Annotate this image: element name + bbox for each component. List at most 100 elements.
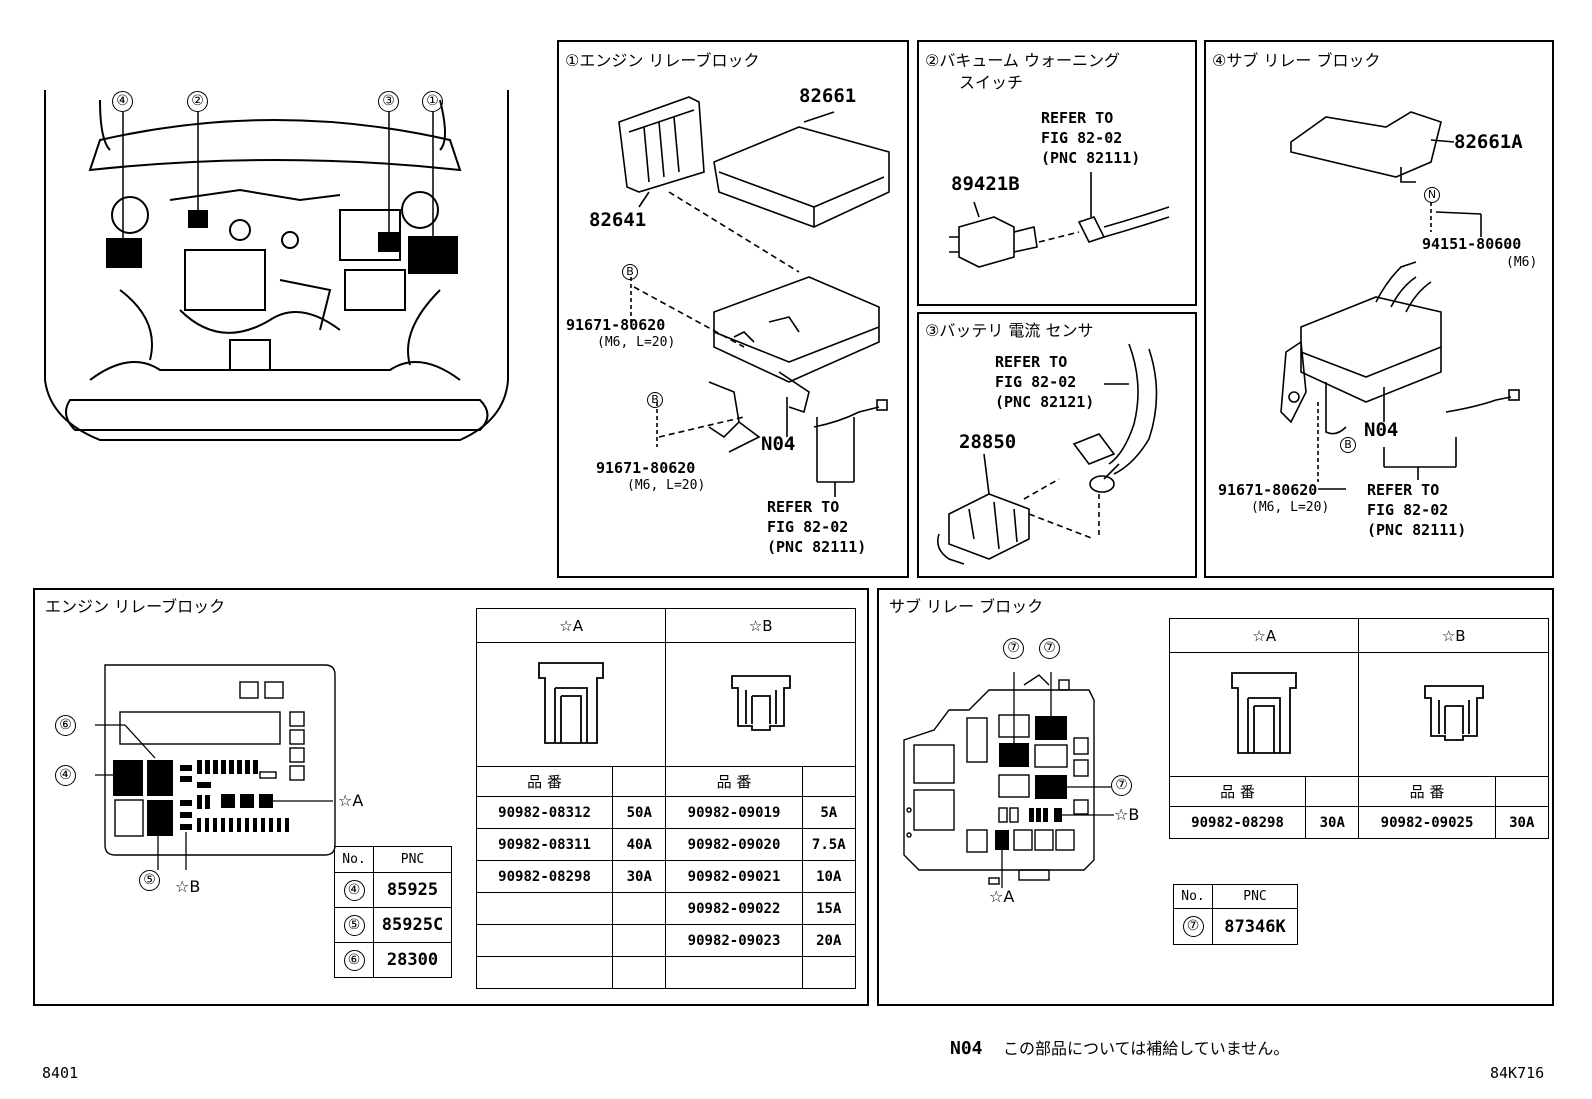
panel2-refer-line3: (PNC 82111) xyxy=(1041,149,1141,167)
fuse-b-part: 90982-09019 xyxy=(665,796,803,829)
engine-callout-6: ⑥ xyxy=(55,715,76,736)
part-82661a: 82661A xyxy=(1454,131,1523,153)
engine-relay-block-layout: エンジン リレーブロック xyxy=(33,588,869,1006)
panel3-title: ③バッテリ 電流 センサ xyxy=(925,321,1094,340)
sub-fuse-b-amp: 30A xyxy=(1494,806,1550,839)
panel4-title: ④サブ リレー ブロック xyxy=(1212,51,1381,70)
fuse-b-amp: 20A xyxy=(801,924,857,957)
fuse-a-amp: 40A xyxy=(612,828,667,861)
sub-pnc-col-pnc: PNC xyxy=(1212,884,1298,909)
engine-star-b: ☆B xyxy=(175,877,201,896)
sub-pnc-table: No. PNC ⑦ 87346K xyxy=(1173,884,1298,945)
callout-2: ② xyxy=(187,91,208,112)
part-82641: 82641 xyxy=(589,209,647,231)
panel2-refer-line2: FIG 82-02 xyxy=(1041,129,1123,147)
bolt1-spec: (M6, L=20) xyxy=(597,335,676,350)
callout-3: ③ xyxy=(378,91,399,112)
sub-fuse-head-a: ☆A xyxy=(1168,618,1360,653)
sub-fuse-head-b: ☆B xyxy=(1358,618,1549,653)
fuse-b-part: 90982-09021 xyxy=(665,860,803,893)
sub-fuse-b-part: 90982-09025 xyxy=(1358,806,1496,839)
engine-pnc-table: No. PNC ④ 85925 ⑤ 85925C ⑥ 28300 xyxy=(334,846,452,978)
panel2-title-line1: ②バキューム ウォーニング xyxy=(925,51,1120,70)
fuse-b-part: 90982-09020 xyxy=(665,828,803,861)
fuse-a-icon xyxy=(538,661,605,744)
panel3-refer-line1: REFER TO xyxy=(995,353,1068,371)
vacuum-switch-drawing xyxy=(949,172,1170,268)
engine-callout-4: ④ xyxy=(55,765,76,786)
bolt2-spec: (M6, L=20) xyxy=(627,478,706,493)
fuse-b-partno-label: 品 番 xyxy=(665,766,803,797)
sub-callout-7c: ⑦ xyxy=(1111,775,1132,796)
sub-callout-7b: ⑦ xyxy=(1039,638,1060,659)
sub-fuse-a-amp: 30A xyxy=(1305,806,1360,839)
bolt-marker-b2: B xyxy=(647,392,663,408)
sub-fuse-b-illustration xyxy=(1358,652,1549,777)
engine-star-a: ☆A xyxy=(338,791,364,810)
car-engine-bay-drawing xyxy=(44,90,509,441)
fuse-b-amp: 10A xyxy=(801,860,857,893)
panel3-refer-line2: FIG 82-02 xyxy=(995,373,1077,391)
engine-block-title: エンジン リレーブロック xyxy=(45,597,226,616)
part-28850: 28850 xyxy=(959,431,1017,453)
panel-engine-relay-block: ①エンジン リレーブロック xyxy=(557,40,909,578)
panel4-n04-label: N04 xyxy=(1364,419,1399,441)
fuse-a-part: 90982-08311 xyxy=(475,828,614,861)
pnc-col-pnc: PNC xyxy=(373,846,452,873)
sub-relay-block-drawing xyxy=(1280,111,1520,490)
refer-line3: (PNC 82111) xyxy=(767,538,867,556)
bolt-n-part: 94151-80600 xyxy=(1422,235,1522,253)
fuse-b-part: 90982-09023 xyxy=(665,924,803,957)
fuse-b-amp: 15A xyxy=(801,892,857,925)
sub-callout-7a: ⑦ xyxy=(1003,638,1024,659)
callout-1: ① xyxy=(422,91,443,112)
part-82661: 82661 xyxy=(799,85,857,107)
panel4-bolt-spec: (M6, L=20) xyxy=(1251,500,1330,515)
panel2-title-line2: スイッチ xyxy=(959,73,1024,92)
sub-star-a: ☆A xyxy=(989,887,1015,906)
fuse-a-amp: 50A xyxy=(612,796,667,829)
sub-pnc-col-no: No. xyxy=(1173,884,1213,909)
engine-fuse-map xyxy=(95,664,336,870)
bolt-marker-b1: B xyxy=(622,264,638,280)
fuse-a-part: 90982-08298 xyxy=(475,860,614,893)
sub-pnc-row-no: ⑦ xyxy=(1182,916,1204,937)
pnc-row-value: 85925 xyxy=(373,872,452,908)
n-marker: N xyxy=(1424,187,1440,203)
sub-fuse-b-partno-label: 品 番 xyxy=(1358,776,1496,807)
sub-block-title: サブ リレー ブロック xyxy=(889,597,1044,616)
fuse-a-part: 90982-08312 xyxy=(475,796,614,829)
sub-fuse-b-icon xyxy=(1423,684,1484,741)
fuse-b-part: 90982-09022 xyxy=(665,892,803,925)
bolt1-part: 91671-80620 xyxy=(566,316,666,334)
pnc-row-no: ⑤ xyxy=(343,914,365,936)
engine-callout-5: ⑤ xyxy=(139,870,160,891)
bolt-n-spec: (M6) xyxy=(1506,255,1538,270)
fuse-b-illustration xyxy=(665,642,856,767)
panel4-refer-line3: (PNC 82111) xyxy=(1367,521,1467,539)
sub-fuse-map xyxy=(903,672,1114,888)
fuse-a-partno-label: 品 番 xyxy=(475,766,614,797)
pnc-row-value: 28300 xyxy=(373,942,452,978)
panel4-b-marker: B xyxy=(1340,437,1356,453)
fuse-a-illustration xyxy=(475,642,667,767)
bolt2-part: 91671-80620 xyxy=(596,459,696,477)
panel1-title: ①エンジン リレーブロック xyxy=(565,51,760,70)
footer-n04-label: N04 xyxy=(950,1038,983,1059)
sub-relay-block-layout: サブ リレー ブロック xyxy=(877,588,1554,1006)
sub-fuse-table: ☆A ☆B xyxy=(1168,618,1550,839)
panel-battery-current-sensor: ③バッテリ 電流 センサ REFER TO FIG 82-02 (PNC 821… xyxy=(917,312,1197,578)
panel2-refer-line1: REFER TO xyxy=(1041,109,1114,127)
footer-right-code: 84K716 xyxy=(1490,1064,1545,1082)
fuse-head-a: ☆A xyxy=(475,608,667,643)
fuse-head-b: ☆B xyxy=(665,608,856,643)
panel-sub-relay-block: ④サブ リレー ブロック 82661A N 94151-80600 (M6) N… xyxy=(1204,40,1554,578)
callout-4: ④ xyxy=(112,91,133,112)
sub-star-b: ☆B xyxy=(1114,805,1140,824)
footer-n04-note: この部品については補給していません。 xyxy=(1003,1039,1290,1058)
panel4-refer-line1: REFER TO xyxy=(1367,481,1440,499)
pnc-row-value: 85925C xyxy=(373,907,452,943)
footer-left-code: 8401 xyxy=(42,1064,79,1082)
panel4-refer-line2: FIG 82-02 xyxy=(1367,501,1449,519)
sub-fuse-a-partno-label: 品 番 xyxy=(1168,776,1307,807)
